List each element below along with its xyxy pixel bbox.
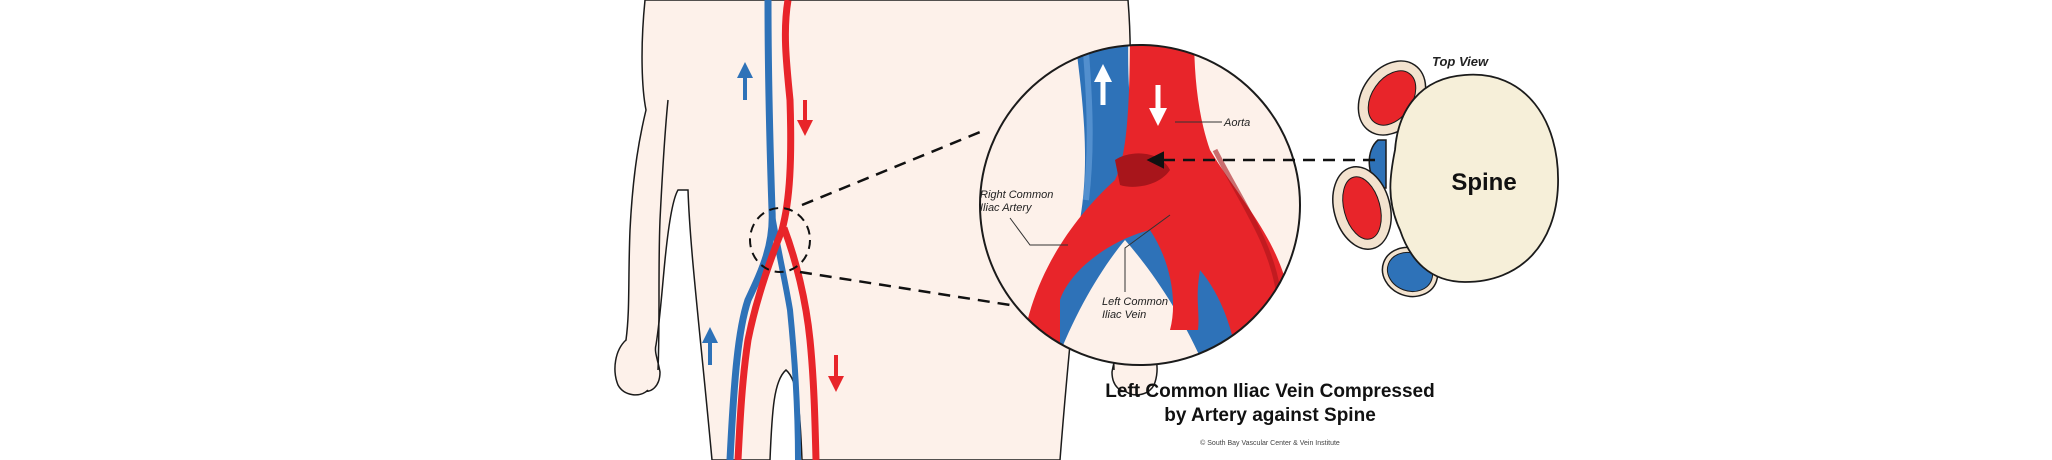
zoom-connector-lower	[799, 270, 1011, 307]
top-view: Top View Spine	[1332, 54, 1559, 298]
vein-up-arrow-top	[737, 62, 753, 100]
spine-body	[1389, 73, 1559, 283]
caption-line2: by Artery against Spine	[1164, 405, 1376, 426]
zoom-artery	[1020, 45, 1290, 365]
right-iliac-artery-label-line1: Right Common	[980, 189, 1053, 201]
zoom-artery-down-arrow	[1149, 85, 1167, 126]
caption-line1: Left Common Iliac Vein Compressed	[1105, 381, 1435, 402]
caption: Left Common Iliac Vein Compressed by Art…	[1030, 380, 1510, 428]
vein-up-arrow-bottom	[702, 327, 718, 365]
compression-focus-ellipse	[749, 207, 811, 273]
top-view-label: Top View	[1432, 54, 1489, 69]
vein-right-branch	[769, 214, 801, 460]
right-iliac-artery-label-line2: Iliac Artery	[980, 202, 1033, 214]
magnified-view: Aorta Right Common Iliac Artery Left Com…	[979, 44, 1301, 366]
left-hand	[614, 339, 649, 396]
zoom-vein-up-arrow	[1094, 64, 1112, 105]
top-artery-lower	[1332, 166, 1392, 250]
left-arm-line	[657, 99, 669, 371]
left-iliac-vein-label-line2: Iliac Vein	[1102, 309, 1146, 321]
aorta-label: Aorta	[1223, 117, 1250, 129]
flow-arrows-body	[702, 62, 844, 392]
body-vessels	[726, 0, 820, 460]
magnified-view-border	[979, 44, 1301, 366]
left-iliac-vein-label-line1: Left Common	[1102, 296, 1168, 308]
spine-label: Spine	[1451, 169, 1516, 196]
zoom-connector-upper	[801, 128, 986, 207]
left-iliac-leader	[1124, 214, 1171, 292]
right-iliac-leader	[1009, 217, 1068, 246]
artery-down-arrow-top	[797, 100, 813, 136]
artery-down-arrow-bottom	[828, 355, 844, 392]
artery-right-branch	[780, 226, 820, 460]
vein-main	[726, 0, 776, 460]
copyright-notice: © South Bay Vascular Center & Vein Insti…	[1200, 440, 1340, 447]
